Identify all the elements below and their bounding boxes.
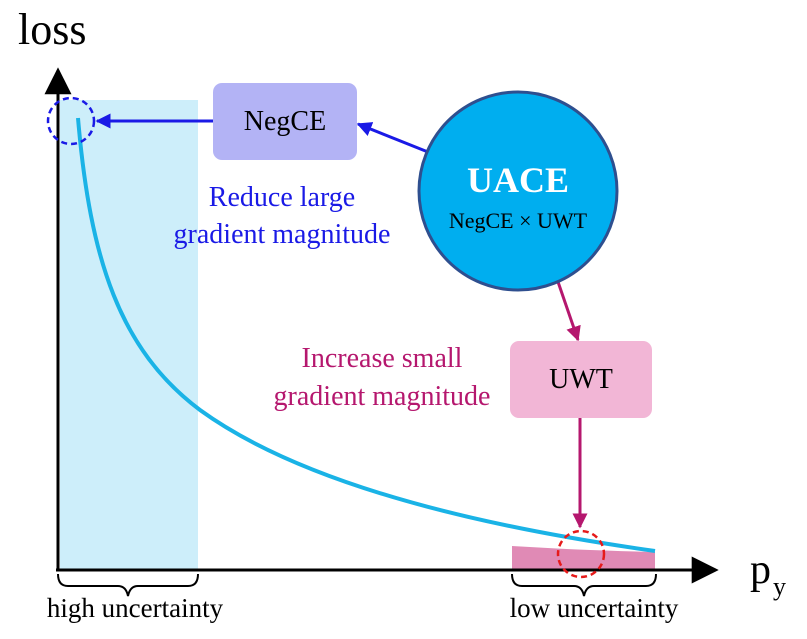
low-uncertainty-brace xyxy=(511,573,657,597)
high-uncertainty-brace xyxy=(57,573,199,597)
y-axis-label: loss xyxy=(18,5,86,54)
uace-to-uwt-arrow xyxy=(554,275,581,342)
increase-annotation-line-1: Increase small xyxy=(302,343,463,374)
low-uncertainty-label: low uncertainty xyxy=(510,593,679,623)
negce-box xyxy=(213,83,357,160)
low-uncertainty-focus-circle xyxy=(556,529,606,579)
high-uncertainty-focus-circle xyxy=(46,96,96,146)
uwt-box-label: UWT xyxy=(549,364,613,395)
high-uncertainty-label: high uncertainty xyxy=(47,593,224,623)
loss-curve xyxy=(76,117,656,553)
uace-title: UACE xyxy=(467,160,569,200)
uace-subtitle: NegCE × UWT xyxy=(449,208,588,233)
reduce-annotation-line-1: Reduce large xyxy=(209,182,355,213)
x-axis-label-sub: y xyxy=(773,572,786,601)
uace-to-negce-arrow xyxy=(356,122,429,154)
low-uncertainty-region xyxy=(512,546,655,570)
high-uncertainty-region xyxy=(60,100,198,570)
x-axis-label: py xyxy=(750,547,786,601)
uace-circle xyxy=(417,90,619,292)
increase-annotation-line-2: gradient magnitude xyxy=(274,381,491,412)
uwt-box xyxy=(510,341,652,418)
reduce-annotation-line-2: gradient magnitude xyxy=(174,219,391,250)
x-axis-label-main: p xyxy=(750,547,771,593)
negce-box-label: NegCE xyxy=(244,106,326,137)
